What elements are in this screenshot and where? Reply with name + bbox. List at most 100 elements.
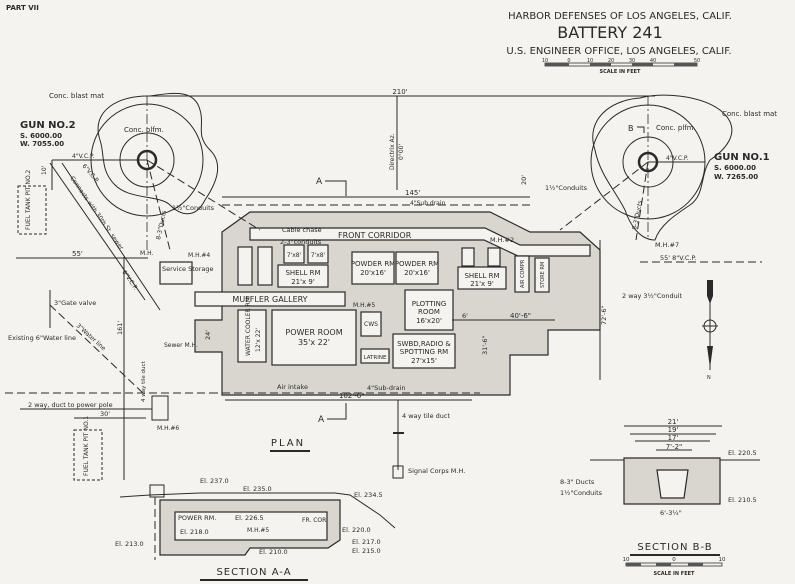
room-small-2 [257, 246, 273, 286]
water-cooler-room [237, 309, 267, 363]
latrine [360, 348, 390, 364]
blast-mat-outline [97, 92, 219, 215]
sub-drain-top: 4"Sub drain [410, 200, 446, 207]
water-cooler-label: WATER COOLER RM [245, 297, 252, 356]
shell-room-1-size: 21'x 9' [291, 278, 315, 286]
ducts-right: 8-3"Ducts [631, 200, 644, 231]
latrine-label: LATRINE [364, 355, 387, 361]
mh6-box [151, 395, 169, 421]
fuel-tank-pit-1 [73, 429, 103, 481]
blast-mat-outline [592, 94, 733, 241]
scale-tick: 40 [650, 58, 656, 64]
sewer-mh-label: Sewer M.H. [164, 342, 198, 349]
service-storage [159, 261, 193, 285]
bb-scale-tick: 10 [623, 557, 630, 563]
plotting-label-2: ROOM [418, 308, 440, 316]
front-corridor [249, 227, 591, 257]
powder-room-1-size: 20'x16' [360, 269, 386, 277]
conduits-label: 2-3"conduits [280, 238, 322, 246]
muffler-gallery [194, 291, 346, 307]
room-7x8-a-label: 7'x8' [287, 252, 302, 259]
scale-tick: 30 [629, 58, 635, 64]
header-line1: HARBOR DEFENSES OF LOS ANGELES, CALIF. [508, 11, 732, 22]
bb-ducts: 8-3" Ducts [560, 478, 595, 486]
scale-tick: 10 [587, 58, 593, 64]
muffler-gallery-label: MUFFLER GALLERY [232, 295, 307, 304]
shell-room-1 [277, 264, 329, 288]
room-small-1 [237, 246, 253, 286]
swbd-label-1: SWBD,RADIO & [397, 340, 451, 348]
plotting-room [404, 289, 454, 331]
gun-2-pipe: 4"V.C.P. [72, 153, 95, 160]
shell-room-2 [457, 266, 507, 290]
platform-label-2: Conc. plfm. [124, 126, 164, 134]
vcp6b-label: 6"V.C.P. [120, 269, 139, 292]
scale-bar-bb: 10 0 10 SCALE IN FEET [623, 557, 726, 577]
plotting-size: 16'x20' [416, 317, 442, 325]
mh4-label: M.H.#4 [188, 252, 210, 259]
fuel-tank-2-label: FUEL TANK PIT NO.2 [25, 170, 32, 230]
bb-dim-17: 17' [668, 434, 679, 442]
signal-corps-mh [392, 465, 404, 479]
bb-conduits: 1½"Conduits [560, 489, 603, 497]
powder-room-2 [395, 251, 439, 285]
duct-2way-label: 2 way, duct to power pole [28, 401, 113, 409]
el-220: El. 220.0 [342, 526, 371, 534]
blast-mat-label-1: Conc. blast mat [722, 110, 777, 118]
scale-tick: 50 [694, 58, 700, 64]
section-a-marker-top: A [316, 177, 323, 187]
el-237: El. 237.0 [200, 477, 229, 485]
dim-72: 72'-6" [600, 305, 608, 325]
bb-scale-tick: 10 [719, 557, 726, 563]
dim-10: 10' [41, 165, 48, 175]
gun-2-s: S. 6000.00 [20, 132, 62, 140]
vcp6-label: 6"V.C.P. [80, 163, 100, 185]
bb-dim-19: 19' [668, 426, 679, 434]
dim-55-left: 55' [72, 250, 83, 258]
gate-valve-label: 3"Gate valve [54, 299, 96, 307]
swbd-room [392, 333, 456, 369]
power-room [271, 309, 357, 366]
room-7x8-b [307, 244, 329, 264]
mh6-label: M.H.#6 [157, 425, 179, 432]
store-room [534, 257, 550, 293]
aa-mh5: M.H.#5 [247, 527, 269, 534]
duct-4way-left: 4 way tile duct [141, 361, 147, 402]
conduits-left: 1½"Conduits [172, 204, 215, 212]
air-compr-room [514, 255, 530, 293]
header-line3: U.S. ENGINEER OFFICE, LOS ANGELES, CALIF… [506, 46, 731, 57]
swbd-label-2: SPOTTING RM [400, 348, 448, 356]
water-line-label: 3"Water line [75, 322, 107, 352]
section-bb-title: SECTION B-B [637, 542, 712, 553]
aa-power-rm: POWER RM. [178, 514, 216, 522]
swbd-size: 27'x15' [411, 357, 437, 365]
front-corridor-label: FRONT CORRIDOR [338, 231, 412, 240]
el-217: El. 217.0 [352, 538, 381, 546]
scale-bar-top: 10 0 10 20 30 40 50 SCALE IN FEET [542, 58, 700, 75]
gun-2-w: W. 7055.00 [20, 140, 64, 148]
bb-dim-21: 21' [668, 418, 679, 426]
dim-55-right: 55' 8"V.C.P. [660, 254, 697, 262]
dim-24: 24' [204, 330, 212, 340]
bb-el-bottom: El. 210.5 [728, 496, 757, 504]
el-226-5: El. 226.5 [235, 514, 264, 522]
scale-label: SCALE IN FEET [600, 69, 642, 75]
directrix-value: 0°00' [398, 144, 405, 160]
dim-210: 210' [392, 88, 407, 96]
fuel-tank-pit-2 [17, 185, 47, 235]
shell-room-2-label: SHELL RM [464, 272, 499, 280]
north-label: N [707, 375, 711, 381]
water-cooler-size: 12'x 22' [255, 328, 262, 352]
gun-1 [590, 94, 733, 241]
air-compr-label: AIR COMPR [520, 259, 526, 288]
el-235: El. 235.0 [243, 485, 272, 493]
bb-scale-label: SCALE IN FEET [654, 571, 696, 577]
air-intake-label: Air intake [277, 383, 308, 391]
gun-1-pipe: 4"V.C.P. [666, 155, 689, 162]
section-aa-title: SECTION A-A [216, 567, 291, 578]
scale-tick: 20 [608, 58, 614, 64]
shell-room-2-size: 21'x 9' [470, 280, 494, 288]
section-b-marker-top: B [628, 124, 634, 133]
dim-40: 40'-6" [510, 312, 531, 320]
